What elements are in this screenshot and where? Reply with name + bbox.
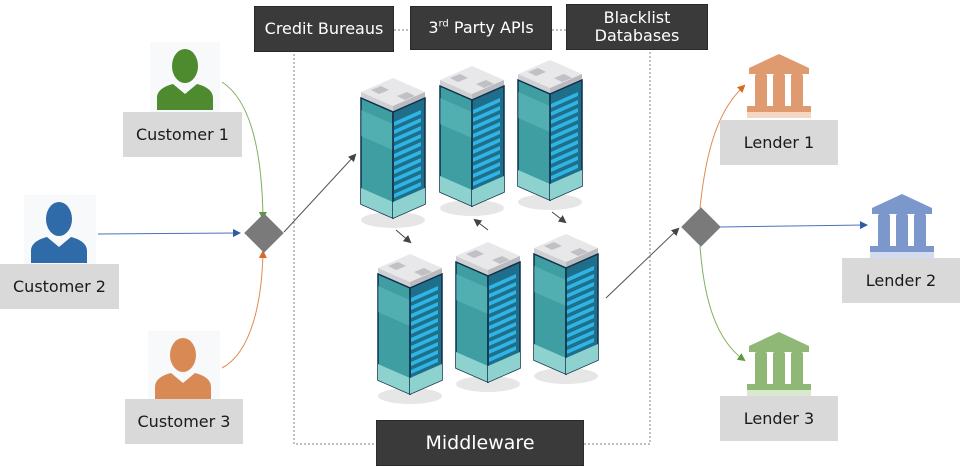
output-junction-diamond [681,207,721,247]
server-flow-arrow-2 [473,218,489,231]
servers-to-junction-arrow [605,227,680,299]
credit-bureaus-box: Credit Bureaus [254,6,394,52]
customer-3-label: Customer 3 [125,399,243,444]
middleware-label: Middleware [425,432,535,454]
bank-icon [870,194,934,258]
middleware-box: Middleware [376,420,584,466]
customer3-arrow [221,250,267,369]
user-icon [31,202,87,263]
lender3-arrow [699,245,746,362]
junction-to-servers-arrow [283,153,357,233]
lender-1-label: Lender 1 [720,120,838,165]
server-rack-icon [439,66,505,216]
server-flow-arrow-3 [551,211,567,224]
server-rack-icon [377,254,443,404]
server-rack-icon [533,234,599,384]
lender-3-label: Lender 3 [720,396,838,441]
customer1-arrow [221,81,267,220]
middleware-boundary [293,42,651,445]
lender-2-label: Lender 2 [842,258,960,303]
third-party-apis-box: 3rd Party APIs [410,6,552,50]
lender1-arrow [699,84,746,209]
customer-1-label: Customer 1 [123,112,242,157]
server-rack-icon [360,78,426,228]
server-rack-icon [455,242,521,392]
input-junction-diamond [244,213,284,253]
customer2-arrow [97,229,241,238]
third-party-apis-label: 3rd Party APIs [428,18,534,37]
blacklist-databases-box: Blacklist Databases [566,4,708,50]
server-rack-icon [517,60,583,210]
server-flow-arrow-1 [395,229,412,244]
blacklist-label-line1: Blacklist [603,8,671,27]
lender2-arrow [719,221,868,230]
credit-bureaus-label: Credit Bureaus [264,19,384,38]
blacklist-label-line2: Databases [594,26,680,45]
bank-icon [747,332,811,396]
customer-2-label: Customer 2 [0,264,119,309]
user-icon [157,49,213,110]
bank-icon [747,54,811,118]
user-icon [155,338,211,399]
